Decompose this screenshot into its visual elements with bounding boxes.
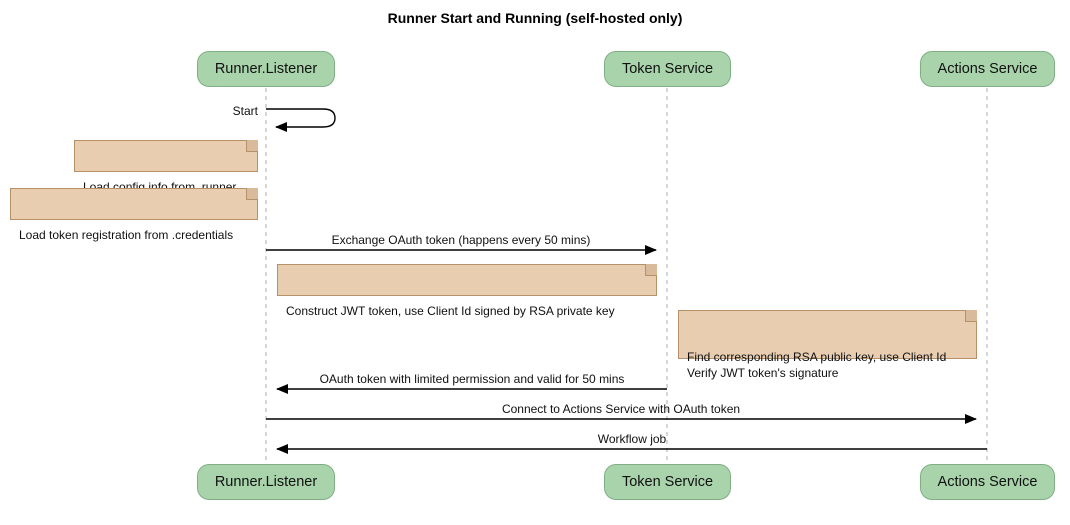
message-label-connect-actions-service: Connect to Actions Service with OAuth to… [501, 402, 741, 416]
message-label-start: Start [232, 104, 258, 118]
note-load-config-info: Load config info from .runner [74, 140, 258, 194]
participant-token-service-bottom[interactable]: Token Service [604, 464, 731, 500]
participant-label: Runner.Listener [214, 474, 318, 490]
note-text: Find corresponding RSA public key, use C… [687, 350, 947, 380]
participant-actions-service-top[interactable]: Actions Service [920, 51, 1055, 87]
message-arrow-start [266, 108, 336, 132]
participant-actions-service-bottom[interactable]: Actions Service [920, 464, 1055, 500]
note-text: Load token registration from .credential… [19, 228, 234, 242]
participant-label: Token Service [621, 61, 714, 77]
participant-label: Actions Service [937, 61, 1038, 77]
message-label-workflow-job: Workflow job [597, 432, 667, 446]
note-fold-icon [246, 140, 258, 152]
note-fold-icon [645, 264, 657, 276]
message-label-exchange-oauth-token: Exchange OAuth token (happens every 50 m… [331, 233, 591, 247]
note-fold-icon [965, 310, 977, 322]
participant-runner-listener-top[interactable]: Runner.Listener [197, 51, 335, 87]
lifelines [265, 88, 988, 462]
note-construct-jwt-token: Construct JWT token, use Client Id signe… [277, 264, 657, 318]
note-fold-icon [246, 188, 258, 200]
note-verify-jwt-signature: Find corresponding RSA public key, use C… [678, 310, 977, 380]
note-text: Construct JWT token, use Client Id signe… [286, 304, 615, 318]
participant-label: Actions Service [937, 474, 1038, 490]
participant-label: Token Service [621, 474, 714, 490]
note-load-token-registration: Load token registration from .credential… [10, 188, 258, 242]
diagram-title: Runner Start and Running (self-hosted on… [387, 10, 683, 26]
message-label-oauth-token-response: OAuth token with limited permission and … [319, 372, 625, 386]
participant-token-service-top[interactable]: Token Service [604, 51, 731, 87]
participant-label: Runner.Listener [214, 61, 318, 77]
participant-runner-listener-bottom[interactable]: Runner.Listener [197, 464, 335, 500]
